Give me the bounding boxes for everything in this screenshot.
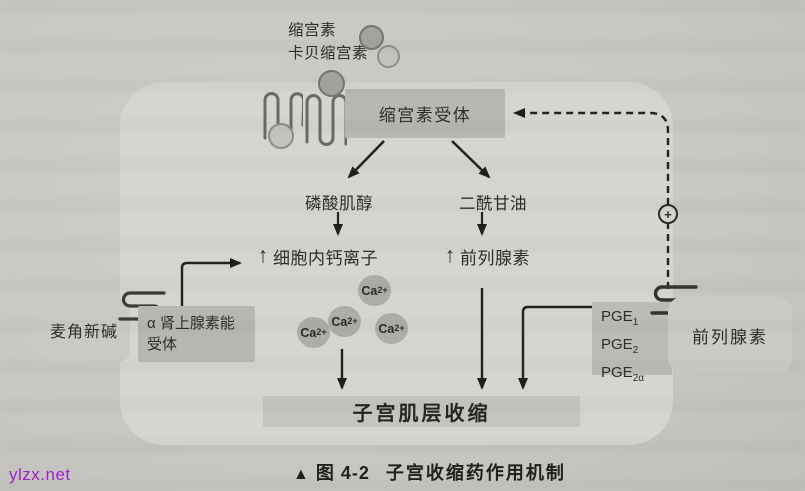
arrow-receptor-to-phosphoinositide — [347, 140, 385, 179]
arrow-alpha-receptor-to-calcium — [180, 258, 242, 306]
arrow-pge-to-contraction — [518, 305, 599, 390]
ligand-molecule-icon — [377, 45, 400, 68]
figure-title: 子宫收缩药作用机制 — [385, 463, 566, 483]
pge1-label: PGE1 — [601, 308, 639, 328]
diacylglycerol-label: 二酰甘油 — [459, 195, 527, 213]
watermark-text: ylzx.net — [9, 465, 71, 484]
carbetocin-label: 卡贝缩宫素 — [288, 45, 369, 62]
oxytocin-receptor-label: 缩宫素受体 — [378, 106, 472, 125]
intracellular-calcium-label: ↑ 细胞内钙离子 — [258, 243, 378, 269]
pge-drugs-box: PGE1 PGE2 PGE2α — [592, 302, 672, 384]
myometrial-contraction-box: 子宫肌层收缩 — [263, 396, 580, 427]
prostaglandin-drugs-box: 前列腺素 — [668, 297, 792, 373]
up-arrow-icon: ↑ — [445, 243, 455, 269]
ligand-molecule-icon — [318, 70, 345, 97]
dashed-positive-feedback-arrow — [513, 108, 670, 289]
phosphoinositide-label: 磷酸肌醇 — [305, 195, 373, 213]
ligand-molecule-icon — [268, 123, 294, 149]
oxytocin-label: 缩宫素 — [288, 22, 337, 39]
alpha-adrenergic-receptor-box: α 肾上腺素能 受体 — [138, 306, 255, 362]
up-arrow-icon: ↑ — [258, 243, 268, 269]
pge2a-label: PGE2α — [601, 364, 645, 384]
ergometrine-box: 麦角新碱 — [38, 298, 130, 362]
figure-caption: ▲ 图 4-2 子宫收缩药作用机制 — [293, 459, 566, 485]
triangle-marker-icon: ▲ — [293, 466, 309, 483]
pge2-label: PGE2 — [601, 336, 639, 356]
oxytocin-receptor-box: 缩宫素受体 — [345, 89, 505, 138]
plus-circle-icon: + — [658, 204, 678, 224]
figure-number: 图 4-2 — [315, 463, 370, 483]
prostaglandin-increase-label: ↑ 前列腺素 — [445, 243, 530, 269]
arrow-receptor-to-diacylglycerol — [451, 140, 491, 179]
gpcr-receptor-icon — [305, 94, 347, 146]
ligand-molecule-icon — [359, 25, 384, 50]
